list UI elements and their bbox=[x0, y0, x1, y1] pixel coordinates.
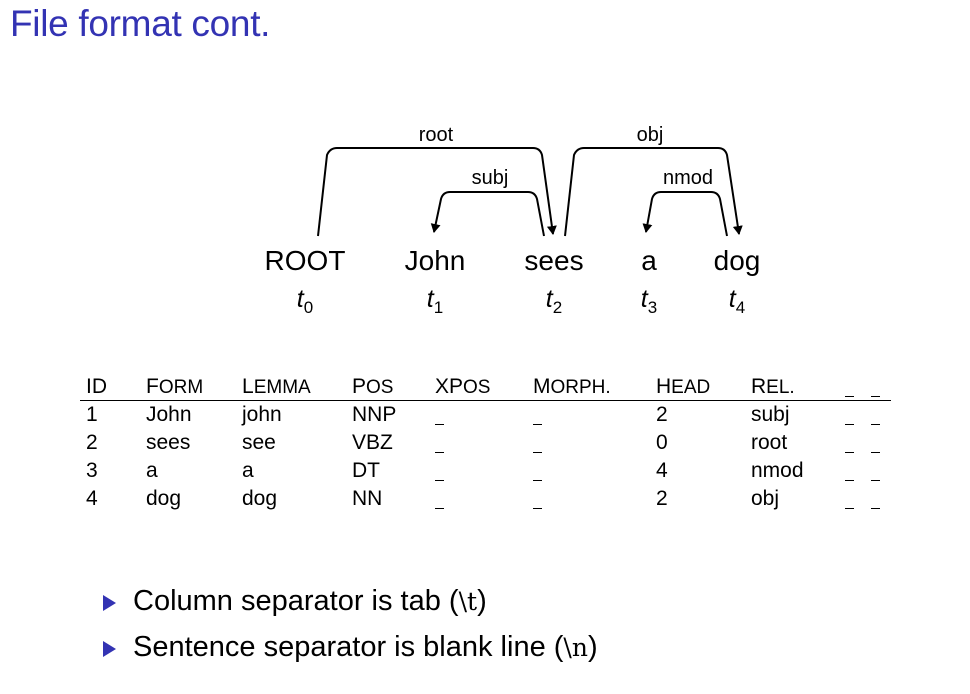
cell-head: 2 bbox=[656, 486, 668, 510]
cell-rel: nmod bbox=[751, 458, 804, 482]
header-lemma: LEMMA bbox=[242, 371, 352, 401]
cell-form: dog bbox=[146, 486, 182, 510]
cell-form: a bbox=[146, 458, 158, 482]
token-root: ROOT bbox=[265, 245, 346, 276]
cell-head: 2 bbox=[656, 402, 668, 426]
cell-id: 2 bbox=[86, 430, 98, 454]
cell-id: 4 bbox=[86, 486, 98, 510]
table-row: 3 a a DT 4 nmod bbox=[80, 457, 891, 485]
cell-head: 0 bbox=[656, 430, 668, 454]
cell-id: 3 bbox=[86, 458, 98, 482]
cell-head: 4 bbox=[656, 458, 668, 482]
bullet-text: Column separator is tab ( bbox=[133, 585, 459, 617]
cell-empty bbox=[845, 429, 871, 457]
cell-empty bbox=[871, 485, 891, 513]
header-rel: REL. bbox=[751, 371, 845, 401]
header-empty-2 bbox=[871, 371, 891, 401]
cell-morph bbox=[533, 485, 656, 513]
token-a: a bbox=[641, 245, 657, 276]
cell-empty bbox=[871, 401, 891, 430]
arc-obj bbox=[564, 147, 743, 237]
token-index-3: t3 bbox=[641, 285, 657, 317]
slide-title: File format cont. bbox=[10, 3, 271, 44]
token-dog: dog bbox=[714, 245, 761, 276]
bullet-close: ) bbox=[587, 631, 598, 663]
token-sees: sees bbox=[524, 245, 583, 276]
cell-xpos bbox=[435, 485, 533, 513]
arc-root bbox=[317, 147, 557, 237]
header-head: HEAD bbox=[656, 371, 751, 401]
header-morph: MORPH. bbox=[533, 371, 656, 401]
table-row: 4 dog dog NN 2 obj bbox=[80, 485, 891, 513]
token-index-1: t1 bbox=[427, 285, 443, 317]
arc-label-root: root bbox=[419, 124, 454, 146]
token-index-2: t2 bbox=[546, 285, 562, 317]
cell-rel: subj bbox=[751, 402, 790, 426]
cell-lemma: see bbox=[242, 430, 276, 454]
conll-table: ID FORM LEMMA POS XPOS MORPH. HEAD REL. … bbox=[80, 371, 891, 513]
arc-label-obj: obj bbox=[637, 124, 664, 146]
arc-subj bbox=[430, 191, 545, 237]
arc-label-nmod: nmod bbox=[663, 167, 713, 189]
cell-empty bbox=[845, 457, 871, 485]
cell-empty bbox=[845, 485, 871, 513]
cell-pos: DT bbox=[352, 458, 380, 482]
bullet-list: Column separator is tab (\t) Sentence se… bbox=[100, 585, 598, 677]
cell-form: sees bbox=[146, 430, 191, 454]
cell-empty bbox=[845, 401, 871, 430]
cell-empty bbox=[871, 429, 891, 457]
bullet-text: Sentence separator is blank line ( bbox=[133, 631, 564, 663]
cell-morph bbox=[533, 401, 656, 430]
arc-label-subj: subj bbox=[472, 167, 509, 189]
token-index-0: t0 bbox=[297, 285, 313, 317]
cell-empty bbox=[871, 457, 891, 485]
table-row: 2 sees see VBZ 0 root bbox=[80, 429, 891, 457]
header-empty-1 bbox=[845, 371, 871, 401]
cell-xpos bbox=[435, 401, 533, 430]
token-john: John bbox=[405, 245, 466, 276]
cell-rel: root bbox=[751, 430, 788, 454]
cell-rel: obj bbox=[751, 486, 780, 510]
cell-morph bbox=[533, 457, 656, 485]
header-form: FORM bbox=[146, 371, 242, 401]
table-header-row: ID FORM LEMMA POS XPOS MORPH. HEAD REL. bbox=[80, 371, 891, 401]
triangle-bullet-icon bbox=[103, 641, 116, 657]
cell-id: 1 bbox=[86, 402, 98, 426]
bullet-item: Column separator is tab (\t) bbox=[100, 585, 598, 631]
cell-lemma: john bbox=[242, 402, 282, 426]
cell-pos: VBZ bbox=[352, 430, 393, 454]
cell-lemma: dog bbox=[242, 486, 278, 510]
cell-lemma: a bbox=[242, 458, 254, 482]
cell-form: John bbox=[146, 402, 192, 426]
bullet-close: ) bbox=[477, 585, 487, 617]
bullet-code: \t bbox=[458, 587, 478, 616]
bullet-item: Sentence separator is blank line (\n) bbox=[100, 631, 598, 677]
bullet-code: \n bbox=[563, 633, 588, 662]
header-id: ID bbox=[80, 371, 146, 401]
cell-morph bbox=[533, 429, 656, 457]
header-pos: POS bbox=[352, 371, 435, 401]
arc-nmod bbox=[642, 191, 728, 237]
cell-xpos bbox=[435, 429, 533, 457]
cell-pos: NNP bbox=[352, 402, 397, 426]
dependency-tree-diagram: root subj obj nmod ROOT John sees a dog … bbox=[265, 124, 761, 317]
cell-xpos bbox=[435, 457, 533, 485]
table-row: 1 John john NNP 2 subj bbox=[80, 401, 891, 430]
token-index-4: t4 bbox=[729, 285, 745, 317]
cell-pos: NN bbox=[352, 486, 383, 510]
triangle-bullet-icon bbox=[103, 595, 116, 611]
header-xpos: XPOS bbox=[435, 371, 533, 401]
